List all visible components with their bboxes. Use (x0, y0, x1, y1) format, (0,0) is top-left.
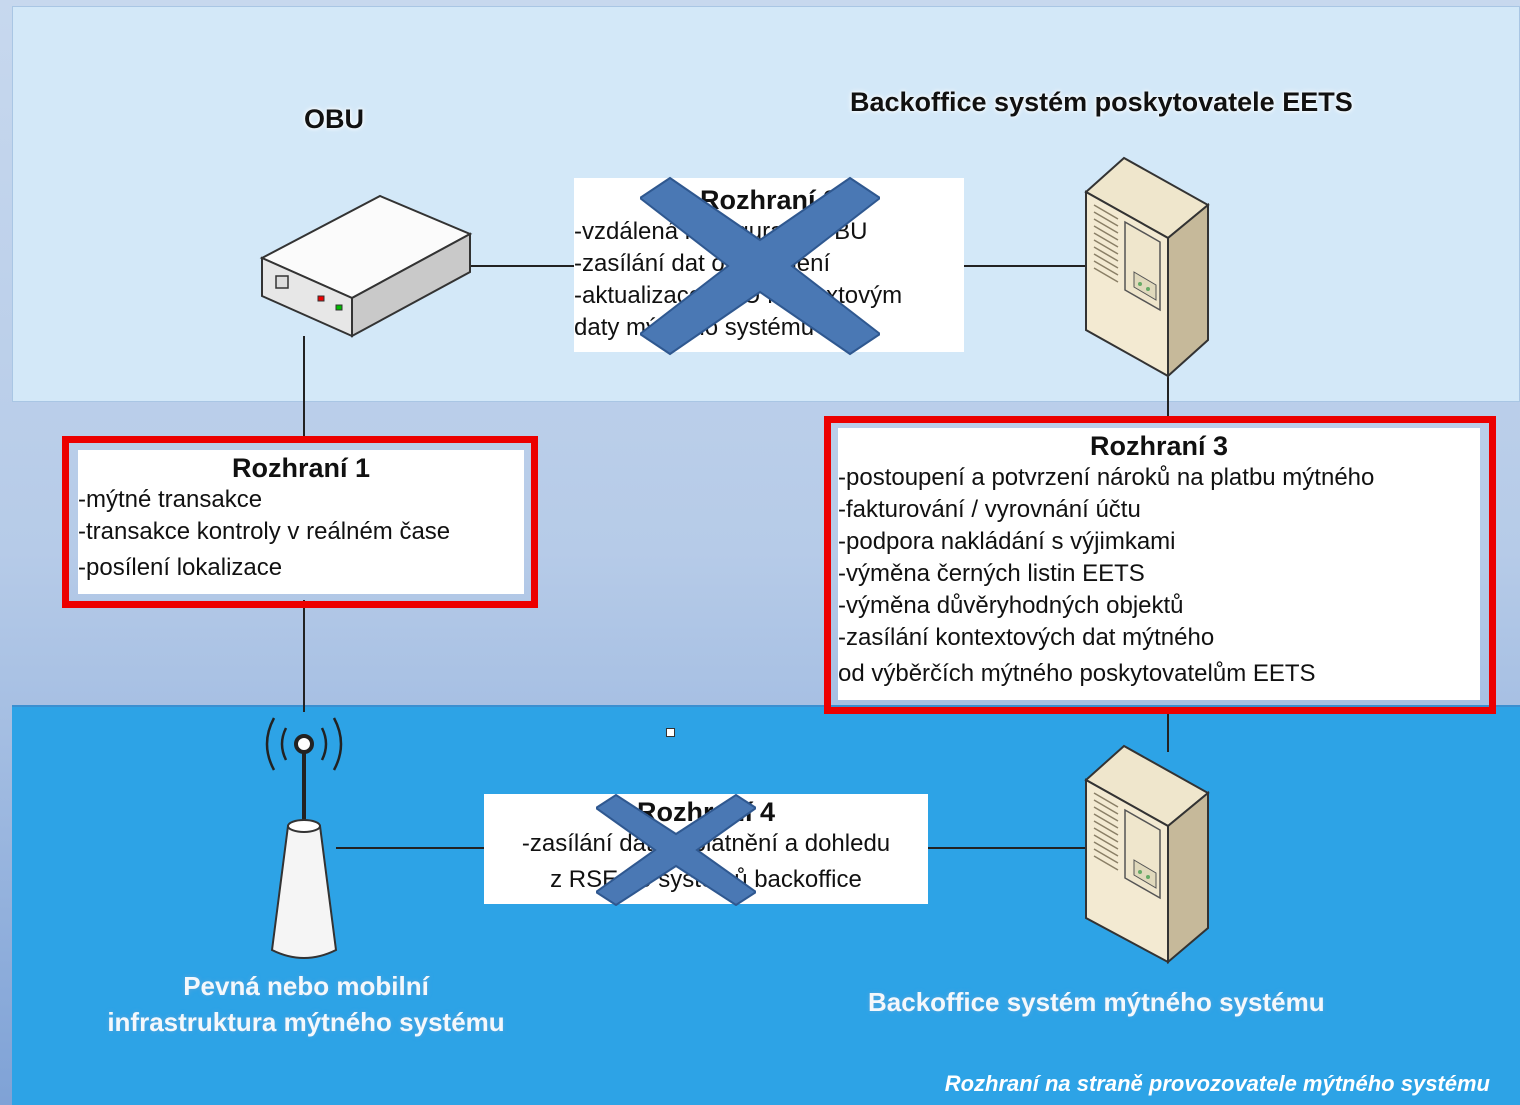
obu-device-icon (259, 194, 473, 338)
interface1-item: -mýtné transakce (78, 486, 263, 513)
interface3-item: -postoupení a potvrzení nároků na platbu… (838, 464, 1375, 491)
interface1-highlight (62, 436, 538, 608)
obu-title: OBU (304, 104, 364, 134)
server-icon (1084, 156, 1210, 379)
interface1-item: -transakce kontroly v reálném čase (78, 518, 451, 545)
interface3-item: od výběrčích mýtného poskytovatelům EETS (838, 660, 1316, 687)
backoffice-eets-title: Backoffice systém poskytovatele EETS (850, 87, 1353, 117)
interface3-item: -výměna černých listin EETS (838, 560, 1145, 587)
interface3-highlight (824, 416, 1496, 714)
interface1-item: -posílení lokalizace (78, 554, 283, 581)
backoffice-toll-label: Backoffice systém mýtného systému (868, 987, 1325, 1017)
interface3-item: -zasílání kontextových dat mýtného (838, 624, 1215, 651)
crossed-out-icon (640, 176, 880, 356)
infrastructure-label: Pevná nebo mobilní infrastruktura mýtnéh… (36, 968, 576, 1040)
interface3-item: -výměna důvěryhodných objektů (838, 592, 1184, 619)
antenna-icon (265, 717, 343, 959)
interface3-title: Rozhraní 3 (1089, 431, 1229, 461)
interface1-box: Rozhraní 1 -mýtné transakce -transakce k… (78, 450, 524, 594)
interface3-item: -fakturování / vyrovnání účtu (838, 496, 1141, 523)
toll-operator-zone (12, 705, 1520, 1105)
selection-handle (666, 728, 675, 737)
interface2-box: Rozhraní 2 -vzdálená konfigurace OBU -za… (574, 178, 964, 352)
infrastructure-label-line: infrastruktura mýtného systému (107, 1007, 505, 1037)
interface1-title: Rozhraní 1 (231, 453, 371, 483)
footer-note: Rozhraní na straně provozovatele mýtného… (944, 1071, 1490, 1096)
infrastructure-label-line: Pevná nebo mobilní (183, 971, 429, 1001)
crossed-out-icon (596, 794, 756, 906)
server-icon (1084, 744, 1210, 965)
interface3-item: -podpora nakládání s výjimkami (838, 528, 1176, 555)
interface3-box: Rozhraní 3 -postoupení a potvrzení nárok… (838, 428, 1480, 700)
